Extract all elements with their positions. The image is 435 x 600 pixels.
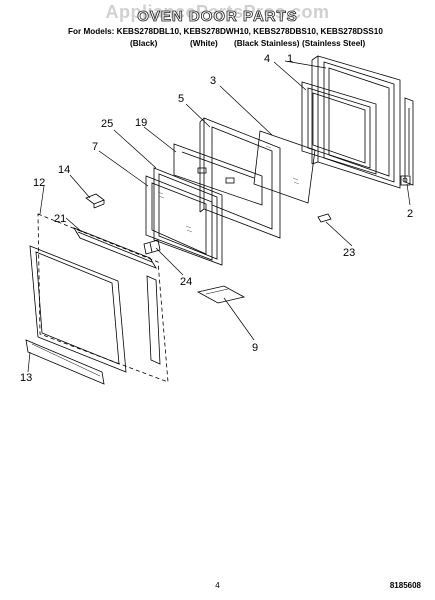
callout-12: 12 (33, 177, 45, 189)
document-number: 8185608 (389, 581, 421, 590)
part-2-hinge (400, 97, 414, 186)
callout-2: 2 (407, 208, 413, 220)
part-14-bracket (85, 193, 105, 209)
callout-25: 25 (101, 118, 113, 130)
callout-14: 14 (58, 164, 70, 176)
part-9-trim-strip (196, 285, 246, 304)
callout-21: 21 (54, 213, 66, 225)
callout-23: 23 (343, 247, 355, 259)
page-number: 4 (215, 581, 220, 590)
part-23-clip (317, 213, 332, 223)
callout-5: 5 (178, 93, 184, 105)
model-numbers: For Models: KEBS278DBL10, KEBS278DWH10, … (68, 27, 383, 36)
callout-9: 9 (252, 342, 258, 354)
callout-4: 4 (264, 53, 270, 65)
watermark: AppliancePartsPros.com (105, 2, 330, 22)
finish-white: (White) (190, 39, 218, 48)
callout-7: 7 (92, 141, 98, 153)
part-25-inner-panel (153, 167, 223, 266)
callout-19: 19 (135, 117, 147, 129)
page-title: OVEN DOOR PARTS (137, 8, 298, 26)
part-12-door-assembly-outline (37, 213, 169, 383)
finish-black: (Black) (130, 39, 158, 48)
leader-lines (27, 60, 411, 373)
callout-1: 1 (287, 53, 293, 65)
part-19-shield (173, 143, 263, 206)
part-13-handle (25, 339, 105, 385)
part-7-inner-glass (145, 175, 213, 261)
part-3-glass (253, 130, 316, 204)
outer-door-panel (29, 245, 161, 373)
callout-13: 13 (20, 372, 32, 384)
finish-stainless-steel: (Stainless Steel) (302, 39, 366, 48)
finish-black-stainless: (Black Stainless) (234, 39, 300, 48)
part-21-top-trim (73, 227, 157, 269)
callout-labels: 1 2 3 4 5 7 9 12 13 14 19 21 23 24 25 (20, 53, 413, 384)
callout-3: 3 (210, 75, 216, 87)
part-24-bracket (143, 239, 161, 255)
part-4-door-frame (301, 81, 377, 175)
callout-24: 24 (180, 276, 192, 288)
